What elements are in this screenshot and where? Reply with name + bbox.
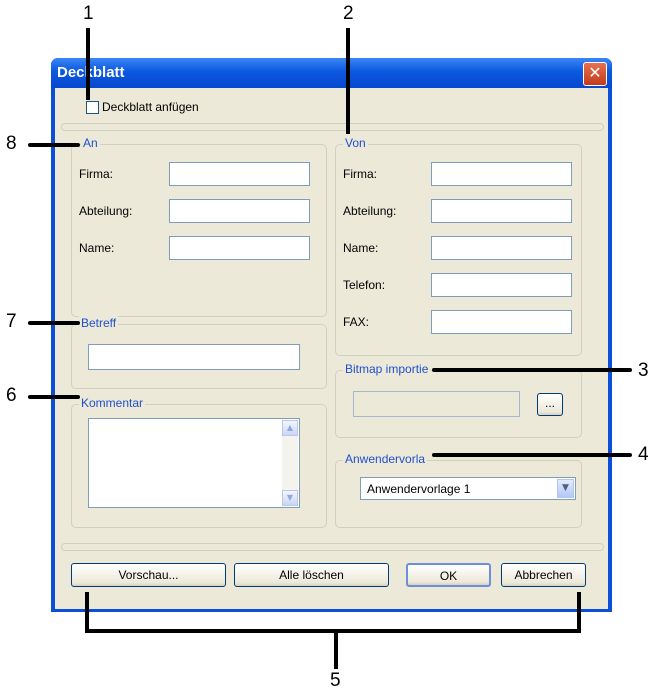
title-bar: Deckblatt ✕ (51, 58, 612, 88)
callout-5-bracket-bottom (85, 629, 581, 633)
callout-3: 3 (638, 360, 649, 381)
callout-4: 4 (638, 444, 649, 465)
anwender-group-title: Anwendervorla (343, 452, 428, 466)
scroll-up-icon[interactable]: ▲ (282, 420, 298, 436)
anwender-group (335, 460, 582, 528)
an-name-input[interactable] (169, 236, 310, 260)
scroll-down-icon[interactable]: ▼ (282, 490, 298, 506)
callout-8-line (28, 143, 80, 147)
kommentar-group-title: Kommentar (79, 396, 146, 410)
cancel-button[interactable]: Abbrechen (501, 563, 586, 587)
an-group-title: An (81, 136, 100, 150)
bitmap-path-input[interactable] (353, 391, 520, 417)
an-name-label: Name: (79, 241, 115, 255)
von-firma-label: Firma: (343, 167, 377, 181)
an-abteilung-input[interactable] (169, 199, 310, 223)
callout-7-line (28, 321, 80, 325)
callout-5-bracket-right (577, 592, 581, 632)
attach-cover-label: Deckblatt anfügen (102, 100, 199, 114)
callout-4-line (432, 453, 632, 457)
cover-page-dialog: Deckblatt ✕ Deckblatt anfügen An Firma: … (51, 58, 612, 612)
callout-5-bracket-left (85, 592, 89, 632)
callout-2: 2 (343, 3, 354, 24)
von-group (335, 144, 582, 356)
von-fax-input[interactable] (431, 310, 572, 334)
von-group-title: Von (343, 136, 368, 150)
callout-5-bracket-stem (334, 629, 338, 669)
kommentar-scrollbar[interactable]: ▲ ▼ (282, 420, 298, 506)
an-abteilung-label: Abteilung: (79, 204, 133, 218)
callout-6: 6 (6, 385, 17, 406)
top-separator (61, 123, 604, 131)
callout-7: 7 (6, 311, 17, 332)
an-firma-input[interactable] (169, 162, 310, 186)
attach-cover-checkbox[interactable] (86, 101, 99, 114)
von-abteilung-input[interactable] (431, 199, 572, 223)
callout-1: 1 (83, 3, 94, 24)
betreff-input[interactable] (88, 344, 300, 370)
callout-1-line (86, 28, 90, 100)
template-selected-value: Anwendervorlage 1 (367, 482, 471, 496)
close-button[interactable]: ✕ (583, 62, 607, 86)
dialog-title: Deckblatt (57, 64, 125, 81)
betreff-group-title: Betreff (79, 316, 119, 330)
bottom-separator (61, 543, 604, 551)
callout-5: 5 (330, 670, 341, 691)
callout-6-line (28, 395, 80, 399)
kommentar-group (71, 404, 327, 528)
von-name-input[interactable] (431, 236, 572, 260)
callout-8: 8 (6, 133, 17, 154)
von-firma-input[interactable] (431, 162, 572, 186)
kommentar-textarea[interactable]: ▲ ▼ (88, 418, 300, 508)
bitmap-group-title: Bitmap importie (343, 362, 431, 376)
template-select[interactable]: Anwendervorlage 1 ▼ (360, 477, 576, 500)
browse-button[interactable]: ... (537, 393, 563, 416)
callout-2-line (346, 28, 350, 134)
callout-3-line (432, 368, 632, 372)
close-icon: ✕ (588, 65, 602, 82)
chevron-down-icon[interactable]: ▼ (557, 479, 574, 498)
von-name-label: Name: (343, 241, 379, 255)
von-fax-label: FAX: (343, 315, 370, 329)
an-group (71, 144, 327, 317)
an-firma-label: Firma: (79, 167, 113, 181)
dialog-client-area: Deckblatt anfügen An Firma: Abteilung: N… (55, 88, 608, 609)
clear-all-button[interactable]: Alle löschen (234, 563, 389, 587)
von-telefon-input[interactable] (431, 273, 572, 297)
von-abteilung-label: Abteilung: (343, 204, 397, 218)
von-telefon-label: Telefon: (343, 278, 386, 292)
preview-button[interactable]: Vorschau... (71, 563, 226, 587)
betreff-group (71, 324, 327, 389)
ok-button[interactable]: OK (406, 563, 491, 587)
